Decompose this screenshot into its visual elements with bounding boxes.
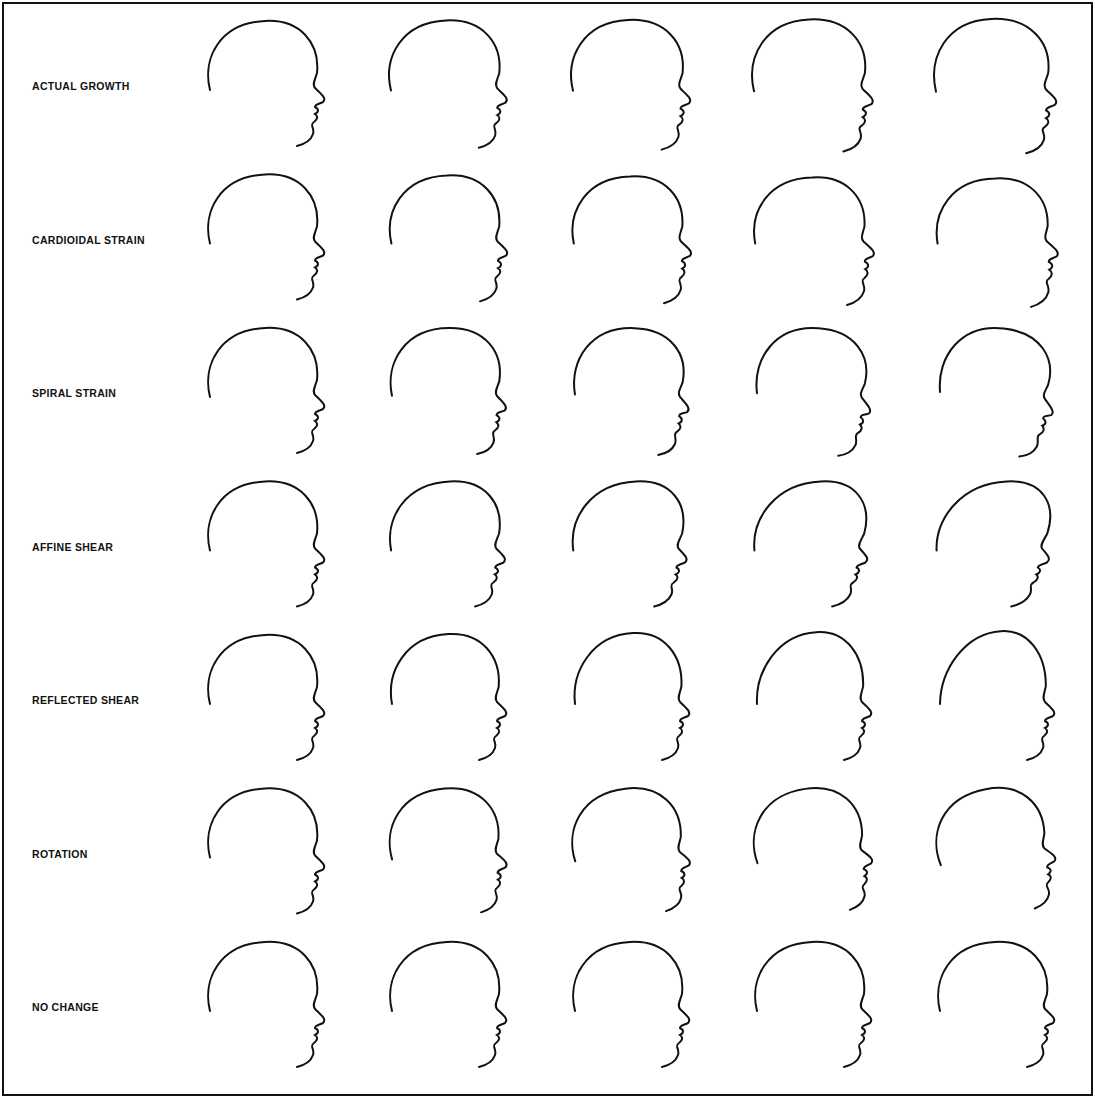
head-profile bbox=[208, 328, 324, 453]
head-profile bbox=[390, 175, 507, 301]
head-profile bbox=[754, 177, 874, 305]
head-profile bbox=[572, 176, 691, 303]
row-label: REFLECTED SHEAR bbox=[32, 690, 139, 708]
head-profile bbox=[390, 788, 507, 912]
head-profile bbox=[756, 328, 870, 456]
head-profile bbox=[940, 328, 1053, 457]
head-profile bbox=[571, 20, 690, 150]
head-profile bbox=[389, 20, 507, 147]
head-profile bbox=[391, 328, 506, 454]
head-profile bbox=[208, 21, 324, 146]
head-profile bbox=[938, 942, 1054, 1067]
row-label-text: REFLECTED SHEAR bbox=[32, 694, 139, 706]
row-label-text: NO CHANGE bbox=[32, 1001, 99, 1013]
head-profile bbox=[573, 481, 687, 606]
head-profile bbox=[754, 481, 867, 606]
head-profile bbox=[754, 788, 872, 910]
head-profile bbox=[937, 178, 1058, 307]
row-label-text: AFFINE SHEAR bbox=[32, 541, 113, 553]
row-label: ACTUAL GROWTH bbox=[32, 76, 130, 94]
head-profile bbox=[208, 788, 324, 913]
head-profile bbox=[391, 634, 506, 760]
row-label-text: ACTUAL GROWTH bbox=[32, 80, 130, 92]
head-profile bbox=[573, 942, 689, 1067]
row-label: AFFINE SHEAR bbox=[32, 537, 113, 555]
head-profile bbox=[390, 481, 505, 606]
head-profile bbox=[936, 788, 1055, 909]
figure-frame bbox=[3, 3, 1092, 1095]
head-profile bbox=[390, 942, 506, 1067]
head-profile bbox=[752, 19, 873, 151]
head-profile bbox=[208, 635, 324, 760]
head-profile bbox=[940, 631, 1054, 760]
row-label-text: CARDIOIDAL STRAIN bbox=[32, 234, 145, 246]
row-label: CARDIOIDAL STRAIN bbox=[32, 230, 145, 248]
head-profile bbox=[574, 328, 689, 455]
head-profile bbox=[755, 942, 871, 1067]
head-profile bbox=[208, 942, 324, 1067]
head-profile bbox=[757, 632, 871, 760]
head-profile bbox=[572, 788, 690, 911]
row-label-text: SPIRAL STRAIN bbox=[32, 387, 116, 399]
head-profile bbox=[934, 19, 1056, 154]
row-label: ROTATION bbox=[32, 844, 88, 862]
head-profile bbox=[208, 481, 324, 606]
row-label-text: ROTATION bbox=[32, 848, 88, 860]
row-label: SPIRAL STRAIN bbox=[32, 383, 116, 401]
row-label: NO CHANGE bbox=[32, 997, 99, 1015]
head-profile bbox=[937, 481, 1051, 606]
head-profile bbox=[208, 174, 324, 299]
head-profile bbox=[575, 633, 690, 760]
